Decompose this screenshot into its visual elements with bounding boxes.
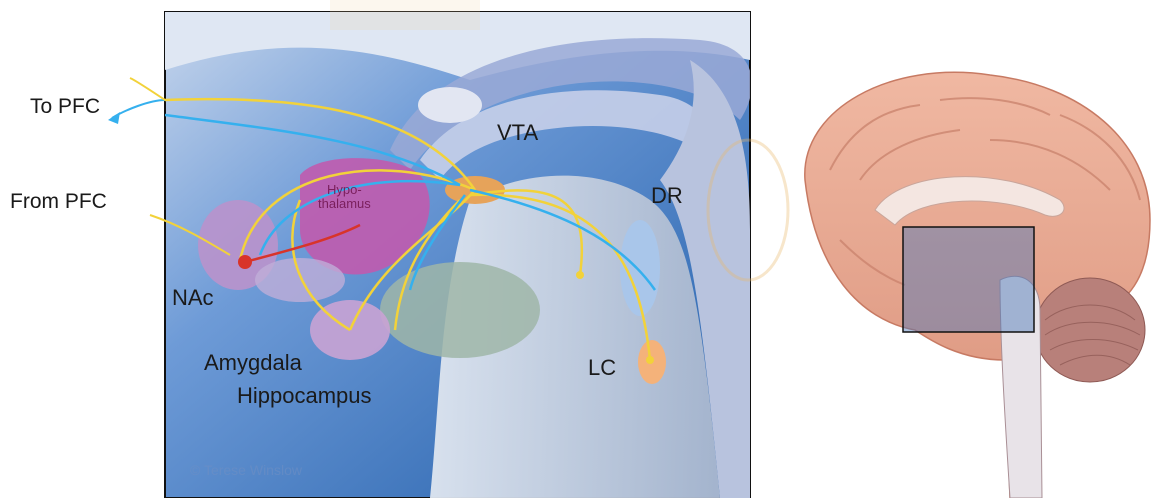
label-to-pfc: To PFC	[30, 95, 100, 119]
label-amygdala: Amygdala	[204, 350, 302, 376]
copyright-text: © Terese Winslow	[190, 462, 302, 478]
label-hypothalamus-line2: thalamus	[318, 197, 371, 211]
detail-panel	[165, 12, 752, 498]
label-vta: VTA	[497, 120, 538, 146]
pons-mass	[380, 262, 540, 358]
whole-brain-illustration	[805, 72, 1150, 498]
nac-projection-node	[238, 255, 252, 269]
label-hypothalamus-line1: Hypo-	[318, 183, 371, 197]
cerebellum	[1035, 278, 1145, 382]
dr-projection-node	[576, 271, 584, 279]
hippocampus-region	[255, 258, 345, 302]
lc-projection-node	[646, 356, 654, 364]
to-pfc-arrowhead	[108, 112, 120, 124]
inset-region-box	[903, 227, 1034, 332]
label-nac: NAc	[172, 285, 214, 311]
vta-structure	[418, 87, 482, 123]
label-lc: LC	[588, 355, 616, 381]
label-from-pfc: From PFC	[10, 190, 107, 214]
label-hypothalamus: Hypo- thalamus	[318, 183, 371, 211]
label-dr: DR	[651, 183, 683, 209]
label-hippocampus: Hippocampus	[237, 383, 372, 409]
